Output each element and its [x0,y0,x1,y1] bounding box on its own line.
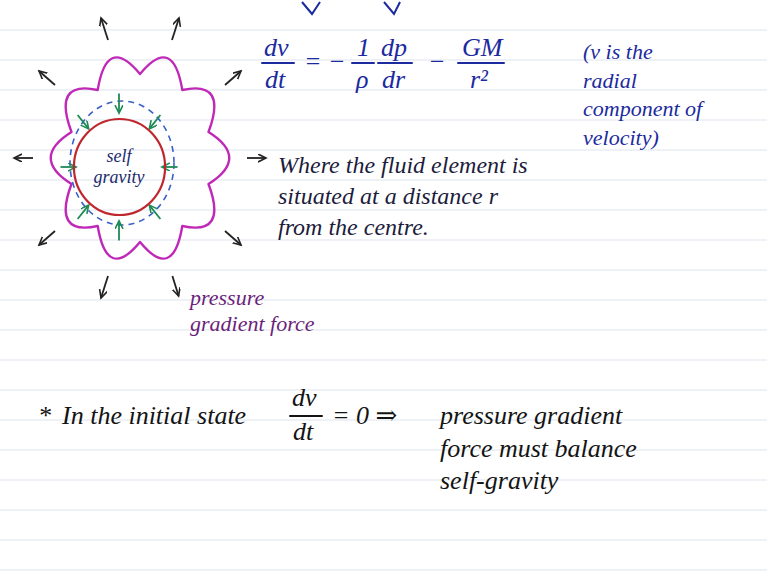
equation-term: ρ [356,66,368,95]
equation-sign: − [428,48,446,77]
side-note: (v is the radial component of velocity) [583,38,703,152]
equation-term: dt [293,418,313,447]
bullet-mark: * [38,400,51,431]
gravity-arrows [61,94,178,241]
conclusion-text: pressure gradient force must balance sel… [440,400,650,498]
equation-term: dt [265,66,285,95]
fluid-outline [51,57,230,258]
description-text: Where the fluid element is situated at a… [278,150,536,244]
dashed-boundary [70,101,174,225]
equation-term: dv [292,384,317,413]
equation-sign: − [328,48,346,77]
equation-term: GM [462,34,502,63]
equation-term: 1 [357,34,370,63]
ruled-lines [0,30,767,570]
equation-sign: = [304,48,322,77]
node-text: self gravity [87,146,151,187]
equation-term: r² [470,66,488,95]
equation-term: dp [381,34,407,63]
pressure-arrows [14,18,266,298]
force-label: pressure gradient force [190,285,340,338]
equation-term: dr [382,66,405,95]
top-arrow-tips [302,2,400,14]
equation-term: dv [264,34,289,63]
statement-text: In the initial state [62,400,246,431]
equation-sign: = 0 ⇒ [332,400,397,431]
gravity-core-circle: self gravity [73,118,166,216]
